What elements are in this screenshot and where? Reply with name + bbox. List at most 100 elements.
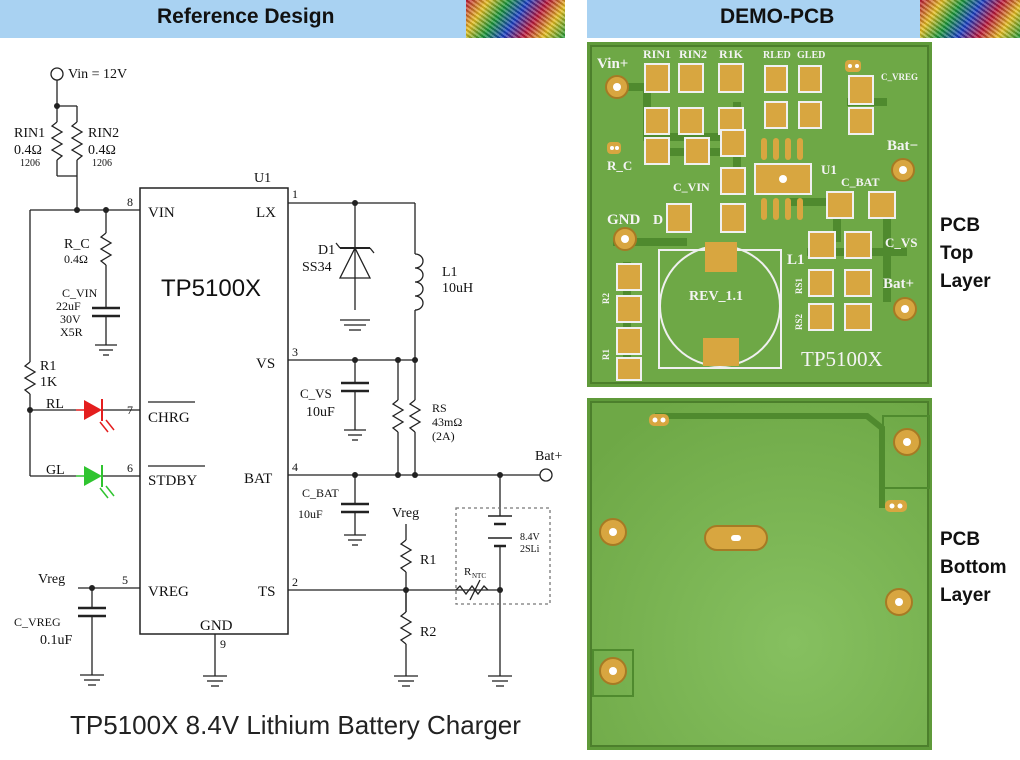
cbat-value: 10uF [298, 507, 323, 521]
ic-ref: U1 [254, 171, 271, 186]
battery-voltage: 8.4V [520, 532, 541, 543]
figure-caption: TP5100X 8.4V Lithium Battery Charger [70, 710, 521, 740]
vreg-left-label: Vreg [38, 572, 65, 587]
r2-resistor [399, 611, 413, 645]
rs-label: RS [432, 401, 447, 415]
rin2-value: 0.4Ω [88, 143, 116, 158]
cvin-v3: X5R [60, 325, 83, 339]
r1-label: R1 [420, 553, 436, 568]
pcb-l1-label: L1 [787, 252, 805, 268]
pcb-cvreg-label: C_VREG [881, 72, 918, 82]
demo-title: DEMO-PCB [720, 5, 835, 28]
pcb-rled-label: RLED [763, 50, 791, 61]
pcb-r2-label: R2 [601, 293, 611, 304]
pcb-bottom-layer [587, 398, 932, 750]
r1k-label: R1 [40, 359, 56, 374]
r1-resistor [399, 539, 413, 573]
pin-num-vreg: 5 [122, 573, 128, 587]
pcb-bottom-side-label: PCB Bottom Layer [940, 529, 1007, 606]
pin-num-chrg: 7 [127, 403, 133, 417]
cvreg-value: 0.1uF [40, 633, 73, 648]
cvs-label: C_VS [300, 386, 332, 401]
pin-vin: VIN [148, 205, 175, 221]
rc-value: 0.4Ω [64, 252, 88, 266]
rin2-pkg: 1206 [92, 158, 112, 169]
decorative-swirl [920, 0, 1020, 38]
pin-num-vin: 8 [127, 195, 133, 209]
batp-label: Bat+ [535, 449, 562, 464]
rc-resistor [99, 232, 113, 266]
pcb-cvin-label: C_VIN [673, 180, 710, 194]
vin-terminal [50, 67, 64, 81]
pin-ts: TS [258, 584, 276, 600]
rl-label: RL [46, 397, 64, 412]
pcb-tp-label: TP5100X [801, 347, 883, 371]
pin-num-vs: 3 [292, 345, 298, 359]
decorative-swirl [466, 0, 565, 38]
pcb-batp-label: Bat+ [883, 276, 914, 292]
reference-title: Reference Design [157, 5, 335, 28]
red-led [76, 399, 115, 433]
d1-value: SS34 [302, 260, 332, 275]
pin-vreg: VREG [148, 584, 189, 600]
pcb-r1k-label: R1K [719, 47, 744, 61]
rin1-resistor [50, 121, 64, 161]
r1k-value: 1K [40, 375, 57, 390]
pin-gnd: GND [200, 618, 233, 634]
pin-num-stdby: 6 [127, 461, 133, 475]
pin-stdby: STDBY [148, 473, 197, 489]
pcb-rin1-label: RIN1 [643, 47, 671, 61]
vreg-top-label: Vreg [392, 506, 419, 521]
pcb-rin2-label: RIN2 [679, 47, 707, 61]
battery-pack-box [455, 507, 551, 605]
pcb-gled-label: GLED [797, 50, 825, 61]
pcb-top-side-label: PCB Top Layer [940, 215, 991, 292]
l1-inductor [414, 253, 424, 311]
l1-label: L1 [442, 265, 458, 280]
ic-name: TP5100X [161, 275, 261, 302]
pcb-d-label: D [653, 213, 663, 228]
pcb-cvs-label: C_VS [885, 235, 918, 250]
schematic-diagram: Vin = 12V RIN1 0.4Ω 1206 RIN2 0.4Ω 1206 … [14, 67, 562, 687]
cvreg-label: C_VREG [14, 615, 61, 629]
ntc-resistor [455, 584, 489, 596]
pcb-top-layer: Vin+ RIN1 RIN2 R1K RLED GLED C_VREG Bat−… [587, 42, 932, 387]
l1-value: 10uH [442, 281, 473, 296]
rin1-label: RIN1 [14, 126, 45, 141]
rntc-sub: NTC [472, 572, 486, 580]
rs-note: (2A) [432, 429, 455, 443]
r2-label: R2 [420, 625, 436, 640]
pcb-cbat-label: C_BAT [841, 175, 879, 189]
pcb-batm-label: Bat− [887, 138, 918, 154]
pin-lx: LX [256, 205, 276, 221]
pin-num-gnd: 9 [220, 637, 226, 651]
d1-label: D1 [318, 243, 335, 258]
green-led [76, 465, 115, 499]
rin1-value: 0.4Ω [14, 143, 42, 158]
cbat-label: C_BAT [302, 486, 339, 500]
r1k-resistor [23, 361, 37, 395]
pin-chrg: CHRG [148, 410, 190, 426]
rs-resistor-b [408, 399, 422, 433]
pcb-r1-label: R1 [601, 349, 611, 360]
pin-num-lx: 1 [292, 187, 298, 201]
pin-num-ts: 2 [292, 575, 298, 589]
pcb-rc-label: R_C [607, 158, 632, 173]
pcb-rs1-label: RS1 [794, 277, 804, 294]
pin-bat: BAT [244, 471, 272, 487]
pin-vs: VS [256, 356, 275, 372]
ic-body [139, 187, 289, 635]
rs-value: 43mΩ [432, 415, 462, 429]
cvs-value: 10uF [306, 405, 335, 420]
rc-label: R_C [64, 237, 90, 252]
pin-num-bat: 4 [292, 460, 298, 474]
pcb-rev-label: REV_1.1 [689, 289, 743, 304]
pcb-gnd-label: GND [607, 212, 641, 228]
rs-resistor-a [391, 399, 405, 433]
vin-label: Vin = 12V [68, 67, 127, 82]
cvin-label: C_VIN [62, 286, 98, 300]
rin2-label: RIN2 [88, 126, 119, 141]
cvin-v1: 22uF [56, 299, 81, 313]
cvin-v2: 30V [60, 312, 81, 326]
